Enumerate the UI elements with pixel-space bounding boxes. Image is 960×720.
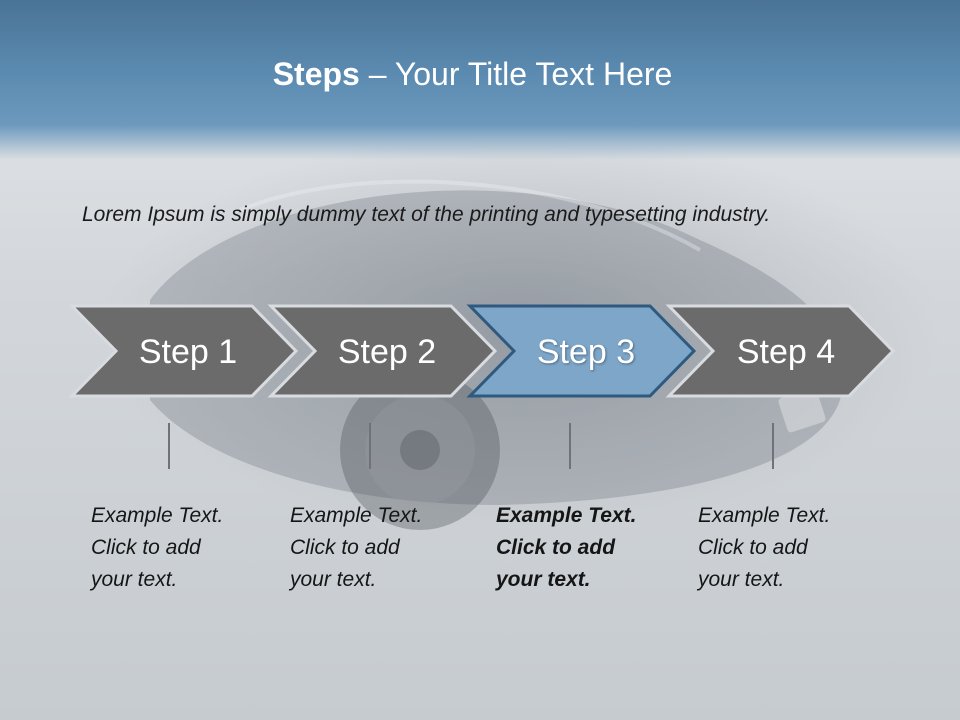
step-4-connector <box>772 423 774 469</box>
caption-line: your text. <box>91 568 178 591</box>
step-1-caption[interactable]: Example Text. Click to add your text. <box>91 500 271 596</box>
step-4-chevron[interactable] <box>665 304 896 398</box>
title-rest-part: – Your Title Text Here <box>359 56 673 92</box>
caption-line: Example Text. <box>496 504 637 527</box>
step-3-chevron[interactable] <box>466 304 697 398</box>
step-1-label: Step 1 <box>138 333 238 371</box>
step-2-caption[interactable]: Example Text. Click to add your text. <box>290 500 470 596</box>
step-3-connector <box>569 423 571 469</box>
slide-title[interactable]: Steps – Your Title Text Here <box>0 56 945 93</box>
title-bold-part: Steps <box>272 56 360 92</box>
step-2-connector <box>369 423 371 469</box>
step-2-label: Step 2 <box>337 333 437 371</box>
caption-line: your text. <box>290 568 377 591</box>
header-band <box>0 0 960 160</box>
step-1-connector <box>168 423 170 469</box>
caption-line: Click to add <box>91 536 201 559</box>
intro-text[interactable]: Lorem Ipsum is simply dummy text of the … <box>82 203 771 226</box>
step-4-label: Step 4 <box>736 333 836 371</box>
caption-line: your text. <box>698 568 785 591</box>
step-4-caption[interactable]: Example Text. Click to add your text. <box>698 500 878 596</box>
caption-line: Click to add <box>496 536 616 559</box>
caption-line: Click to add <box>290 536 400 559</box>
step-2-chevron[interactable] <box>267 304 498 398</box>
caption-line: Example Text. <box>698 504 831 527</box>
step-3-caption[interactable]: Example Text. Click to add your text. <box>496 500 676 596</box>
caption-line: Example Text. <box>290 504 423 527</box>
caption-line: Click to add <box>698 536 808 559</box>
caption-line: Example Text. <box>91 504 224 527</box>
caption-line: your text. <box>496 568 591 591</box>
step-3-label: Step 3 <box>536 333 636 371</box>
step-1-chevron[interactable] <box>68 304 299 398</box>
